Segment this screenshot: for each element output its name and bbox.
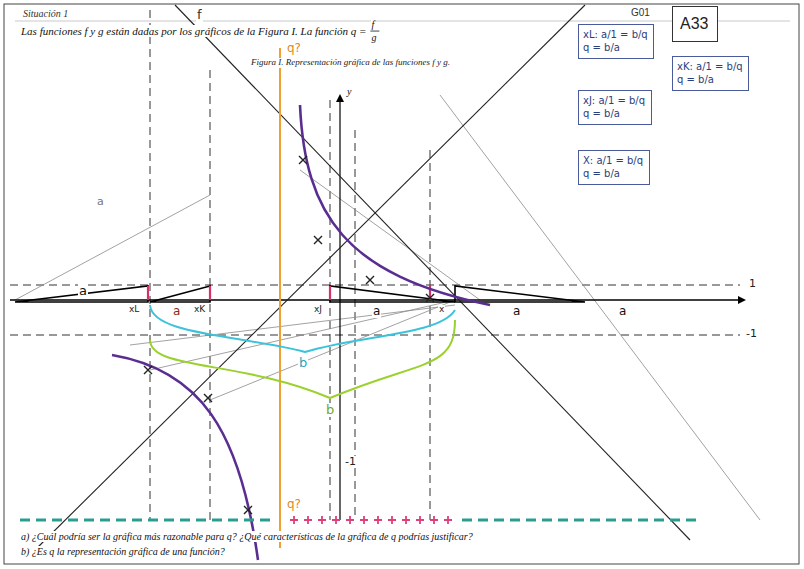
formula-text: q = b/a	[583, 42, 620, 55]
asymptote-label: q?	[286, 42, 302, 55]
fraction-denominator: g	[371, 32, 376, 43]
triangle	[150, 286, 210, 302]
positive-sign-marks	[290, 516, 452, 524]
asymptote-label: q?	[286, 498, 302, 511]
point-cross	[366, 276, 374, 284]
unit-mark	[209, 286, 211, 300]
x-axis	[10, 299, 738, 301]
unit-mark	[147, 286, 149, 300]
brace-label: b	[298, 356, 308, 370]
tick-label: 1	[748, 278, 757, 290]
brace-label: b	[325, 403, 335, 417]
asymptote-line	[279, 48, 281, 548]
formula-box: xK: a/1 = b/qq = b/a	[672, 56, 749, 91]
dashed-line	[210, 70, 211, 520]
negative-sign-line	[20, 519, 270, 522]
function-g-line	[35, 5, 585, 550]
point-cross	[204, 394, 212, 402]
formula-box: X: a/1 = b/qq = b/a	[578, 150, 650, 185]
formula-box: xJ: a/1 = b/qq = b/a	[578, 90, 652, 125]
length-label: a	[512, 305, 521, 318]
triangle	[455, 286, 585, 302]
dashed-line	[10, 335, 740, 336]
axis-label: y	[346, 86, 352, 97]
construction-lines	[15, 95, 760, 520]
dashed-line	[430, 150, 431, 520]
length-label: a	[618, 305, 627, 318]
point-label: xL	[128, 305, 140, 315]
point-cross	[144, 366, 152, 374]
formula-text: xK: a/1 = b/q	[677, 61, 743, 74]
formula-text: X: a/1 = b/q	[583, 155, 643, 168]
dashed-line	[150, 10, 151, 520]
axis-arrow	[738, 296, 746, 304]
unit-mark	[329, 286, 331, 300]
question-text: a) ¿Cuál podría ser la gráfica más razon…	[20, 531, 474, 542]
formula-box: xL: a/1 = b/qq = b/a	[578, 24, 654, 59]
length-label: a	[172, 305, 181, 318]
construction-line	[210, 300, 455, 400]
tick-label: -1	[344, 456, 357, 468]
dashed-line	[10, 285, 740, 286]
function-f-line	[175, 5, 690, 540]
formula-text: q = b/a	[583, 108, 620, 121]
length-label: a	[372, 305, 381, 318]
question-text: b) ¿Es q la representación gráfica de un…	[20, 546, 226, 557]
length-label: a	[78, 284, 88, 298]
plotted-points	[144, 156, 434, 514]
point-label: x	[438, 305, 445, 315]
formula-text: q = b/a	[677, 74, 714, 87]
point-cross	[426, 294, 434, 302]
triangle	[330, 286, 455, 302]
y-axis	[339, 102, 340, 520]
point-label: xJ	[313, 305, 323, 315]
construction-line	[300, 170, 480, 300]
id-tag-box: A33	[672, 6, 718, 42]
green-brace	[150, 320, 455, 398]
cyan-brace	[150, 305, 455, 352]
dashed-guides	[10, 10, 740, 520]
formula-text: xL: a/1 = b/q	[583, 29, 648, 42]
construction-line	[15, 195, 210, 300]
id-tag-text: A33	[680, 14, 708, 34]
statement-text: Las funciones f y g están dadas por los …	[20, 25, 367, 37]
construction-line	[130, 305, 455, 345]
section-title: Situación 1	[22, 8, 69, 19]
point-cross	[299, 156, 307, 164]
line-label: f	[196, 8, 203, 22]
figure-caption: Figura I. Representación gráfica de las …	[250, 58, 451, 68]
point-cross	[314, 236, 322, 244]
q-curve-left	[112, 355, 258, 560]
unit-marks	[148, 286, 430, 300]
negative-sign-line	[462, 519, 700, 522]
page-frame	[4, 4, 799, 564]
formula-text: q = b/a	[583, 168, 620, 181]
formula-text: xJ: a/1 = b/q	[583, 95, 645, 108]
dashed-line	[330, 100, 331, 520]
point-cross	[244, 506, 252, 514]
similar-triangles	[15, 286, 585, 302]
axis-arrow	[336, 94, 344, 102]
q-curve-right	[300, 105, 490, 305]
line-label: a	[96, 196, 105, 208]
construction-line	[440, 95, 760, 520]
tick-label: -1	[745, 328, 758, 340]
point-label: xK	[193, 305, 206, 315]
group-code: G01	[630, 7, 651, 18]
fraction-numerator: f	[371, 19, 374, 30]
